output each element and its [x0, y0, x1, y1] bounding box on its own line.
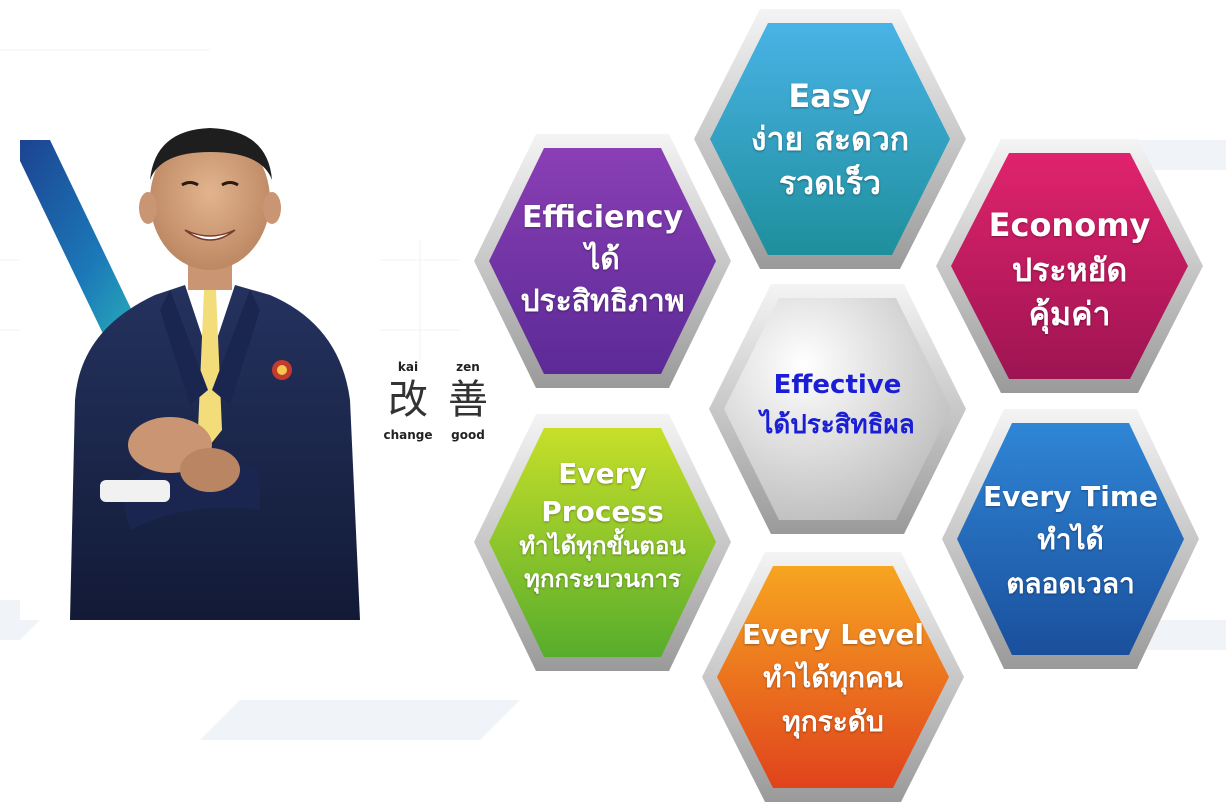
- person-figure: [70, 128, 360, 620]
- kaizen-kanji-zen: 善: [448, 377, 488, 423]
- hexagon-every-process-shape: [474, 414, 731, 671]
- kaizen-meaning-good: good: [451, 428, 485, 442]
- hexagon-every-process-line-4: ทุกกระบวนการ: [524, 564, 681, 593]
- hexagon-easy-line-1: Easy: [788, 77, 872, 116]
- hexagon-efficiency-line-3: ประสิทธิภาพ: [520, 284, 685, 319]
- hexagon-efficiency-line-1: Efficiency: [521, 200, 684, 235]
- hexagon-every-time: Every Time ทำได้ ตลอดเวลา: [938, 405, 1203, 673]
- hexagon-effective-text: Effective ได้ประสิทธิผล: [705, 350, 970, 460]
- hexagon-effective-line-1: Effective: [773, 369, 902, 400]
- hexagon-easy: Easy ง่าย สะดวก รวดเร็ว: [690, 5, 970, 273]
- kaizen-meaning-change: change: [383, 428, 433, 442]
- kaizen-kai-column: kai 改 change: [378, 360, 438, 442]
- hexagon-every-time-text: Every Time ทำได้ ตลอดเวลา: [938, 455, 1203, 625]
- hexagon-every-time-line-2: ทำได้: [1037, 523, 1104, 557]
- hexagon-every-level: Every Level ทำได้ทุกคน ทุกระดับ: [698, 548, 968, 806]
- hexagon-every-level-line-1: Every Level: [742, 617, 924, 651]
- hexagon-economy-line-3: คุ้มค่า: [1028, 295, 1111, 334]
- hexagon-effective: Effective ได้ประสิทธิผล: [705, 280, 970, 538]
- hexagon-effective-line-2: ได้ประสิทธิผล: [760, 410, 915, 440]
- hexagon-every-time-line-3: ตลอดเวลา: [1006, 566, 1135, 600]
- hexagon-every-level-shape: [702, 552, 964, 802]
- hexagon-efficiency-shape: [474, 134, 731, 388]
- kaizen-kanji-kai: 改: [388, 377, 428, 423]
- hexagon-every-time-line-1: Every Time: [982, 479, 1159, 513]
- kaizen-block: kai 改 change zen 善 good: [378, 360, 498, 470]
- hexagon-easy-line-3: รวดเร็ว: [778, 163, 882, 202]
- hexagon-every-time-shape: [942, 409, 1199, 669]
- kaizen-zen-column: zen 善 good: [438, 360, 498, 442]
- hexagon-every-level-line-2: ทำได้ทุกคน: [763, 661, 903, 695]
- hexagon-efficiency-line-2: ได้: [585, 242, 620, 277]
- hexagon-economy-text: Economy ประหยัด คุ้มค่า: [932, 185, 1207, 355]
- hexagon-economy-shape: [936, 139, 1203, 393]
- hexagon-effective-shape: [709, 284, 966, 534]
- hexagon-easy-text: Easy ง่าย สะดวก รวดเร็ว: [690, 55, 970, 225]
- hexagon-easy-shape: [694, 9, 966, 269]
- hexagon-every-process-text: Every Process ทำได้ทุกขั้นตอน ทุกกระบวนก…: [470, 440, 735, 610]
- portrait-image: [20, 60, 380, 620]
- hexagon-easy-line-2: ง่าย สะดวก: [750, 120, 910, 159]
- hexagon-every-process: Every Process ทำได้ทุกขั้นตอน ทุกกระบวนก…: [470, 410, 735, 675]
- hexagon-every-process-line-1: Every: [558, 456, 647, 490]
- hexagon-economy-line-2: ประหยัด: [1011, 250, 1128, 289]
- hexagon-every-level-text: Every Level ทำได้ทุกคน ทุกระดับ: [698, 593, 968, 763]
- hexagon-every-process-line-3: ทำได้ทุกขั้นตอน: [519, 532, 686, 561]
- hexagon-efficiency-text: Efficiency ได้ ประสิทธิภาพ: [470, 180, 735, 340]
- hexagon-every-level-line-3: ทุกระดับ: [782, 704, 884, 738]
- hexagon-every-process-line-2: Process: [541, 494, 664, 528]
- hexagon-economy-line-1: Economy: [988, 205, 1151, 244]
- hexagon-economy: Economy ประหยัด คุ้มค่า: [932, 135, 1207, 397]
- hexagon-efficiency: Efficiency ได้ ประสิทธิภาพ: [470, 130, 735, 392]
- kaizen-romaji-zen: zen: [456, 360, 480, 374]
- kaizen-romaji-kai: kai: [397, 360, 419, 374]
